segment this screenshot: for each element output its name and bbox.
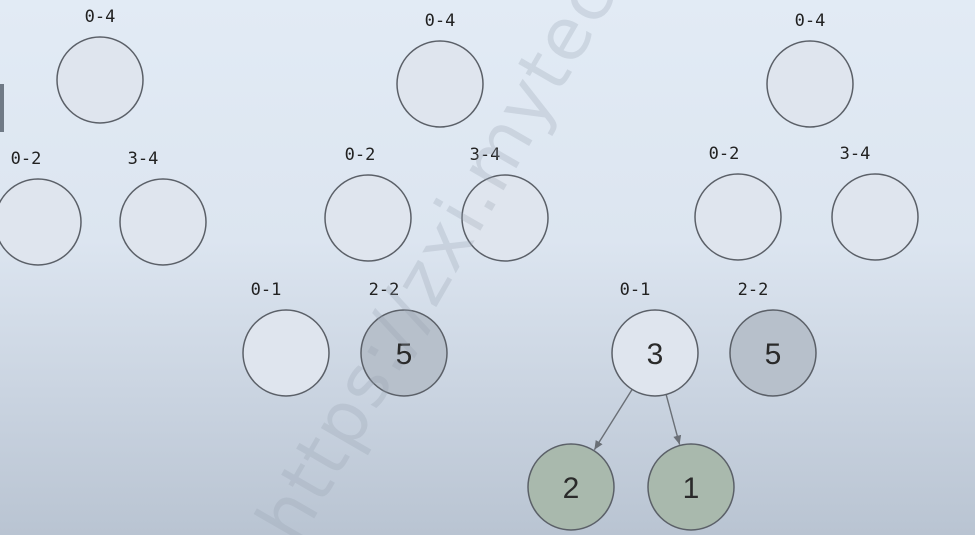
node-range-label: 0-4 [425, 11, 456, 31]
node-value: 3 [647, 338, 664, 371]
tree-3: 0-4 0-2 3-4 0-1 3 2-2 5 2 1 [527, 11, 919, 531]
nodes-layer: 0-4 0-2 3-4 0-4 0-2 3-4 0-1 2-2 5 0-4 0-2 3-4 0-1 3 2-… [0, 7, 919, 531]
tree-node [831, 173, 919, 261]
tree-node [527, 443, 615, 531]
tree-1: 0-4 0-2 3-4 [0, 7, 207, 266]
tree-2: 0-4 0-2 3-4 0-1 2-2 5 [242, 11, 549, 397]
tree-node [694, 173, 782, 261]
tree-node [0, 178, 82, 266]
tree-node [242, 309, 330, 397]
tree-node [360, 309, 448, 397]
node-range-label: 0-1 [251, 280, 282, 300]
tree-node [461, 174, 549, 262]
edge-arrow [665, 394, 682, 445]
tree-node [324, 174, 412, 262]
edge-arrow [593, 389, 633, 451]
node-range-label: 0-4 [795, 11, 826, 31]
node-range-label: 2-2 [369, 280, 400, 300]
tree-node [647, 443, 735, 531]
tree-node [766, 40, 854, 128]
node-range-label: 3-4 [470, 145, 501, 165]
node-range-label: 3-4 [128, 149, 159, 169]
tree-node [396, 40, 484, 128]
tree-node [56, 36, 144, 124]
node-value: 2 [563, 472, 580, 505]
edges-layer [593, 389, 682, 451]
node-value: 1 [683, 472, 700, 505]
node-value: 5 [765, 338, 782, 371]
node-range-label: 0-4 [85, 7, 116, 27]
side-handle [0, 84, 4, 132]
tree-node [729, 309, 817, 397]
tree-node [611, 309, 699, 397]
tree-node [119, 178, 207, 266]
node-range-label: 0-2 [345, 145, 376, 165]
node-range-label: 2-2 [738, 280, 769, 300]
node-range-label: 0-2 [709, 144, 740, 164]
node-range-label: 0-2 [11, 149, 42, 169]
node-range-label: 3-4 [840, 144, 871, 164]
node-value: 5 [396, 338, 413, 371]
node-range-label: 0-1 [620, 280, 651, 300]
